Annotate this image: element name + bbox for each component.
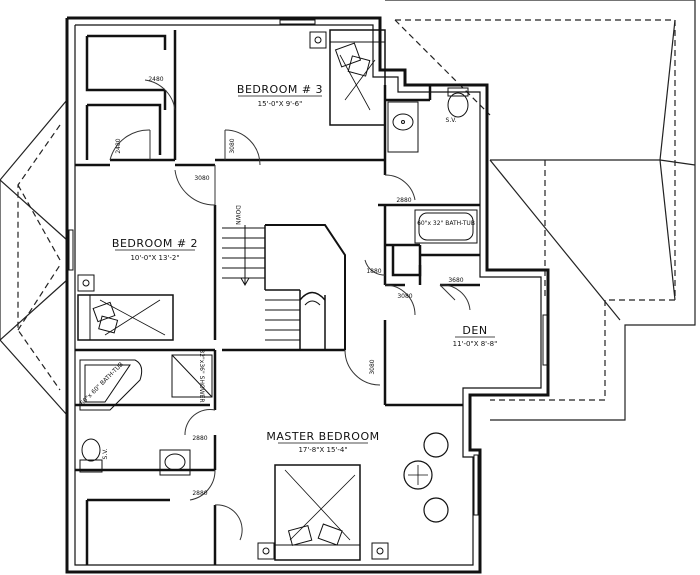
room-dims-master: 17'-8"X 15'-4" [298,446,347,454]
interior-walls [75,30,480,565]
room-label-master: MASTER BEDROOM 17'-8"X 15'-4" [266,430,379,454]
bathtub-corner-label: 60"x 60" BATH-TUB [79,361,125,407]
room-label-bedroom-3: BEDROOM # 3 15'-0"X 9'-6" [237,83,323,108]
room-dims-den: 11'-0"X 8'-8" [453,340,498,348]
room-name-bedroom-2: BEDROOM # 2 [112,237,198,250]
shower-label: 32"x36" SHOWER [198,349,205,402]
sv-label-ensuite: S.V. [102,448,109,459]
door-tag: 3080 [397,293,412,300]
room-name-master: MASTER BEDROOM [266,430,379,443]
bed-bedroom-3 [329,29,386,126]
windows [68,19,548,516]
door-tag: 2880 [192,490,207,497]
door-tag: 3680 [448,277,463,284]
door-tag: 3080 [194,175,209,182]
door-tag: 1880 [366,268,381,275]
door-tag: 2880 [396,197,411,204]
night-stands [77,31,389,560]
door-tag: 2480 [115,138,122,153]
bathtub-main-label: 60"x 32" BATH-TUB [417,220,475,227]
doors [109,79,471,541]
room-label-bedroom-2: BEDROOM # 2 10'-0"X 13'-2" [112,237,198,262]
bed-master [274,464,361,561]
stair-down-label: DOWN [234,205,241,225]
bath-fixtures [79,87,478,476]
room-name-den: DEN [462,324,487,337]
roof-outline-left [0,99,68,416]
master-seating [403,432,449,523]
door-tag: 3080 [229,138,236,153]
roof-outline-right [385,0,696,421]
room-label-den: DEN 11'-0"X 8'-8" [453,324,498,348]
room-name-bedroom-3: BEDROOM # 3 [237,83,323,96]
bed-bedroom-2 [77,294,174,341]
door-tag: 2880 [192,435,207,442]
door-tag: 2480 [148,76,163,83]
door-tags: 2480 2480 3080 3080 2880 1880 3680 3080 … [115,76,464,497]
exterior-walls [65,16,550,574]
sv-label-top-bath: S.V. [446,117,457,124]
room-dims-bedroom-3: 15'-0"X 9'-6" [258,100,303,108]
exterior-walls-inner [74,24,542,566]
room-dims-bedroom-2: 10'-0"X 13'-2" [130,254,179,262]
door-tag: 3080 [369,359,376,374]
stairway [222,224,346,350]
